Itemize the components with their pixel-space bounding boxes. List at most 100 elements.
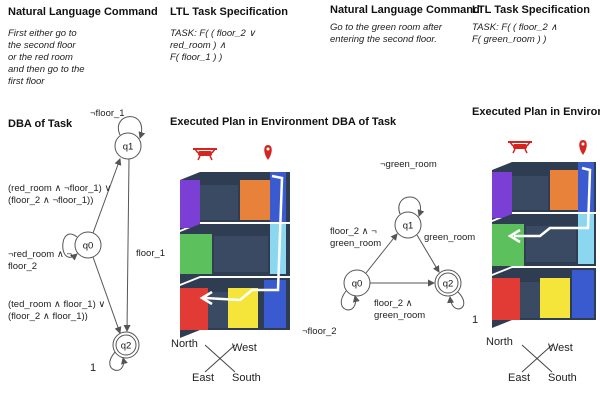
dba-node-q1 (394, 211, 422, 239)
nl-line: entering the second floor. (330, 34, 437, 45)
drone-icon (193, 148, 217, 161)
nl-command-text: First either go to the second floor or t… (8, 28, 108, 88)
nl-line: first floor (8, 76, 45, 87)
environment-view (492, 140, 596, 373)
edge-label-line: green_room (330, 238, 382, 249)
edge-label-line: floor_2 ∧ ¬ (330, 226, 377, 237)
edge-label-line: (floor_2 ∧ ¬floor_1)) (8, 195, 94, 206)
plan-heading: Executed Plan in Environment (472, 106, 600, 118)
dba-heading: DBA of Task (332, 116, 397, 128)
compass-east: East (192, 372, 215, 384)
ltl-spec-text: TASK: F( ( floor_2 ∧ F( green_room ) ) (472, 22, 557, 46)
building-floor-1 (492, 268, 596, 328)
room-lightblue (270, 224, 286, 274)
dba-edge-q2-self (109, 351, 128, 371)
location-pin-icon (264, 145, 272, 160)
compass-north: North (486, 336, 513, 348)
building-floor-2 (180, 224, 290, 284)
nl-line: and then go to the (8, 64, 85, 75)
compass-south: South (548, 372, 577, 384)
dba-graph: q1 q0 q2 (62, 116, 146, 371)
nl-line: Go to the green room after (330, 22, 442, 33)
edge-label-line: (floor_2 ∧ floor_1)) (8, 311, 88, 322)
building-floor-2 (492, 214, 596, 274)
ltl-line: TASK: F( ( floor_2 ∨ (170, 28, 256, 39)
edge-label-q0-q2: (ted_room ∧ floor_1) ∨ (floor_2 ∧ floor_… (8, 299, 105, 323)
node-label: q2 (443, 279, 454, 290)
edge-label-q2-self: 1 (90, 362, 97, 374)
drone-icon (508, 141, 532, 154)
dba-edge-q2-self (447, 291, 465, 310)
dba-edge-q1-q2 (416, 234, 440, 273)
node-label: q1 (403, 221, 414, 232)
building-floor-1 (180, 278, 290, 338)
dba-heading: DBA of Task (8, 118, 73, 130)
room-red (180, 288, 208, 330)
ltl-line: F( floor_1 ) ) (170, 52, 223, 63)
nl-line: or the red room (8, 52, 73, 63)
node-label: q0 (352, 279, 363, 290)
room-yellow (228, 288, 258, 328)
flight-path (514, 166, 592, 238)
flight-path (204, 174, 284, 302)
compass-west: West (232, 342, 257, 354)
ltl-line: TASK: F( ( floor_2 ∧ (472, 22, 558, 33)
room-blue (270, 172, 286, 222)
nl-line: First either go to (8, 28, 77, 39)
room-yellow (540, 278, 570, 318)
dba-edge-q1-self (398, 196, 425, 217)
ltl-line: red_room ) ∧ (170, 40, 227, 51)
edge-label-line: green_room (374, 310, 426, 321)
dba-node-q2 (434, 269, 462, 297)
room-green (180, 234, 212, 274)
edge-label-line: (ted_room ∧ floor_1) ∨ (8, 299, 106, 310)
room-orange (550, 170, 578, 210)
left-panel: Natural Language Command First either go… (8, 6, 328, 384)
nl-line: the second floor (8, 40, 76, 51)
edge-label-q1-q2: floor_1 (136, 248, 166, 259)
building-floor-3 (180, 172, 290, 230)
room-purple (492, 172, 512, 218)
right-panel: Natural Language Command Go to the green… (300, 0, 600, 400)
edge-label-q1-q2: green_room (424, 232, 476, 243)
edge-label-line: floor_2 (8, 261, 38, 272)
dba-edge-q0-q2 (92, 256, 122, 334)
dba-node-q1 (114, 132, 142, 160)
edge-label-line: (red_room ∧ ¬floor_1) ∨ (8, 183, 112, 194)
compass-rose (521, 344, 553, 373)
path-arrowhead (507, 228, 521, 244)
room-blue (264, 280, 286, 328)
nl-command-text: Go to the green room after entering the … (330, 22, 442, 46)
dba-node-q0 (74, 231, 102, 259)
location-pin-icon (579, 140, 587, 155)
room-lightblue (578, 214, 594, 264)
ltl-heading: LTL Task Specification (170, 6, 288, 18)
node-label: q2 (121, 341, 132, 352)
edge-label-q1-self: ¬floor_1 (90, 108, 125, 119)
compass-north: North (171, 338, 198, 350)
room-orange (240, 180, 270, 220)
room-purple (180, 180, 200, 228)
ltl-spec-text: TASK: F( ( floor_2 ∨ red_room ) ∧ F( flo… (170, 28, 255, 64)
edge-label-q0-q1: floor_2 ∧ ¬ green_room (330, 226, 381, 250)
compass-south: South (232, 372, 261, 384)
plan-heading: Executed Plan in Environment (170, 116, 329, 128)
edge-label-q0-self: ¬red_room ∧ ¬ floor_2 (8, 249, 72, 273)
room-blue (572, 270, 594, 318)
compass-rose (204, 344, 236, 373)
node-label: q1 (123, 142, 134, 153)
dba-edge-q1-self (117, 116, 146, 139)
ltl-heading: LTL Task Specification (472, 4, 590, 16)
dba-edge-q0-q1 (92, 158, 122, 234)
edge-label-q2-self: 1 (472, 314, 479, 326)
nl-heading: Natural Language Command (8, 6, 158, 18)
room-red (492, 278, 520, 320)
edge-label-line: ¬red_room ∧ ¬ (8, 249, 72, 260)
nl-heading: Natural Language Command (330, 4, 480, 16)
dba-edge-q0-self (62, 233, 78, 261)
edge-label-q0-self: ¬floor_2 (302, 326, 337, 337)
dba-graph: q1 q0 q2 (340, 196, 465, 311)
building-floor-3 (492, 162, 596, 220)
dba-accepting-ring (437, 272, 459, 294)
dba-edge-q1-q2 (123, 158, 131, 332)
